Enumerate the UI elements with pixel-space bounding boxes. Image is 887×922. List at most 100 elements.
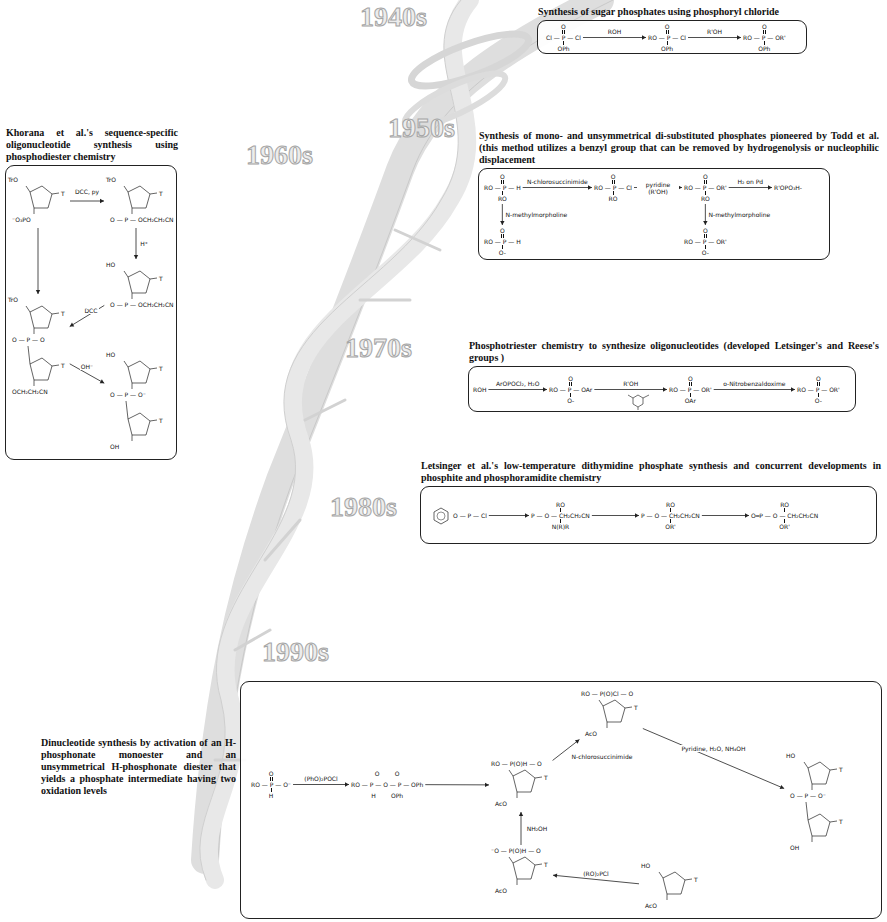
chemical-structure: ORO — P — OR'RO [684,173,727,202]
formula-text: RO — P — O — P — OPh [351,781,423,788]
formula-text: AcO [495,800,507,807]
formula-text: O [762,23,767,30]
formula-text: T [61,310,65,317]
bond-line [560,508,561,512]
formula-text: T [544,774,548,781]
chemical-structure: ORO — P — OR'O- [797,375,840,404]
formula-text: RO — P — H [484,184,521,191]
benzene-ring [434,508,448,524]
formula-text: T [839,818,843,825]
bond-line [387,777,388,781]
chemical-structure: O — P — Cl [431,501,487,530]
ring-lines [804,762,837,842]
formula-text: T [61,190,65,197]
bond-line [271,788,272,792]
reagent-label: R'OH [622,380,639,387]
nucleoside-structure: RO — P(O)H — OT AcO [491,760,551,810]
formula-text: P — O — CH₂CH₂CN [531,512,590,519]
formula-text: RO [780,501,789,508]
ring-lines [509,770,542,798]
formula-text: RO — P(O)H — O [491,760,542,767]
panel-heading: Letsinger et al.'s low-temperature dithy… [421,460,881,484]
ring-lines [124,186,157,214]
bond-line [817,382,820,386]
chemical-structure: ORO — P — OArO- [549,375,592,404]
chemical-structure: ORO — P — OR'O- [684,227,727,256]
bond-line [560,519,561,523]
panel-heading: Dinucleotide synthesis by activation of … [41,737,236,797]
reagent-label: Pyridine, H₂O, NH₄OH [680,745,746,752]
formula-text: T [839,766,843,773]
bond-line [689,382,692,386]
formula-text: O [568,375,573,382]
chemical-structure: ORO — P — OR'OAr [669,375,712,404]
bond-line [764,41,765,45]
oxygen-bond [132,208,133,214]
bond-line [563,41,564,45]
decade-label: 1960s [246,140,313,170]
formula-text: RO — P — OR' [743,34,786,41]
formula-text: Cl — P — Cl [546,34,581,41]
formula-text: ROH [473,386,486,393]
formula-text: HO [786,752,795,759]
formula-text: H OPh [371,792,403,799]
linkage-bond [28,346,30,364]
reagent-label: H₂ on Pd [737,178,765,185]
bond-line [502,245,503,249]
formula-text: ⁻O — P(O)H — O [491,847,541,854]
formula-text: O- [567,397,574,404]
bond-line [501,234,504,238]
nucleoside-structure: TrOTO — P — OCH₂CH₂CN [106,176,166,226]
base-bond [150,278,157,279]
formula-text: O [703,227,708,234]
nucleoside-structure: TrOT⁻O₃PO [8,176,68,226]
decade-label: 1980s [330,492,397,522]
furanose-ring [128,271,150,293]
formula-text: T [61,362,65,369]
reagent-label: ArOPOCl₂, H₂O [495,380,540,387]
oxygen-bond [517,879,518,885]
formula-text: OCH₂CH₂CN [12,388,48,395]
formula-text: RO — P — OR' [684,184,727,191]
oxygen-bond [132,435,133,441]
reagent-label: OH⁻ [80,363,94,370]
formula-text: RO [609,195,618,202]
chemical-structure: ORO — P — HO- [484,227,521,256]
furanose-ring [30,358,52,380]
base-bond [52,365,59,366]
ring-lines [26,306,59,386]
base-bond [150,368,157,369]
helix-coil [406,24,533,96]
chemical-structure: ORO — P — ClOPh [648,23,686,52]
furanose-ring [128,413,150,435]
oxygen-bond [607,722,608,728]
reagent-label: N-chlorosuccinimide [571,753,634,760]
chemical-structure: ROO═P — O — CH₂CH₂CNOR' [751,501,818,530]
base-bond [685,879,692,880]
decade-label: 1990s [262,637,329,667]
panel-heading: Phosphotriester chemistry to synthesize … [469,340,879,364]
formula-text: O — P — OCH₂CH₂CN [110,301,174,308]
nucleoside-structure: HOTO — P — O⁻TOH [106,351,166,451]
carbon-bond [26,306,30,312]
formula-text: OPh [758,45,770,52]
formula-text: O — P — O⁻ [110,391,146,398]
base-bond [625,707,632,708]
oxygen-bond [812,836,813,842]
bond-line [612,180,615,184]
reagent-label: NH₂OH [526,825,549,832]
formula-text: T [159,417,163,424]
formula-text: HO [641,862,650,869]
bond-line [818,393,819,397]
decade-label: 1970s [345,333,412,363]
formula-text: RO — P — O⁻ [251,781,291,788]
ring-lines [509,857,542,885]
bond-line [562,30,565,34]
bond-line [667,41,668,45]
formula-text: RO — P — Cl [594,184,632,191]
base-bond [830,821,837,822]
panel-box: Dinucleotide synthesis by activation of … [240,681,882,919]
panel-heading: Synthesis of mono- and unsymmetrical di-… [479,130,879,166]
base-bond [535,777,542,778]
